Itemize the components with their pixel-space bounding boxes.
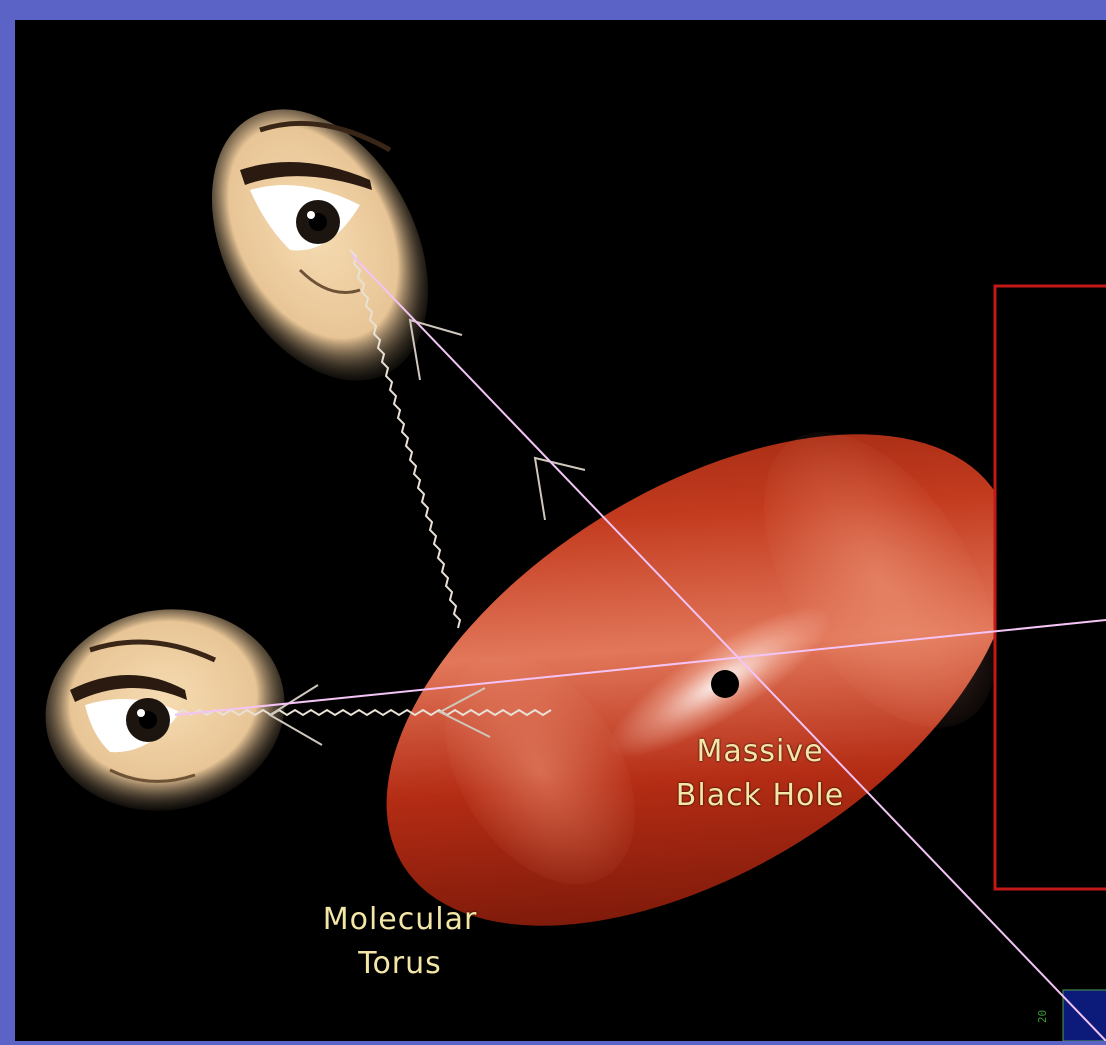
inset-tick-label: 20 xyxy=(1036,1010,1049,1023)
black-hole xyxy=(711,670,739,698)
black-hole-label-line1: Massive xyxy=(650,730,870,774)
torus-label-line1: Molecular xyxy=(270,898,530,942)
black-hole-label: Massive Black Hole xyxy=(650,730,870,818)
black-hole-label-line2: Black Hole xyxy=(650,774,870,818)
torus-label: Molecular Torus xyxy=(270,898,530,986)
inset-frame xyxy=(995,286,1106,889)
torus-label-line2: Torus xyxy=(270,942,530,986)
